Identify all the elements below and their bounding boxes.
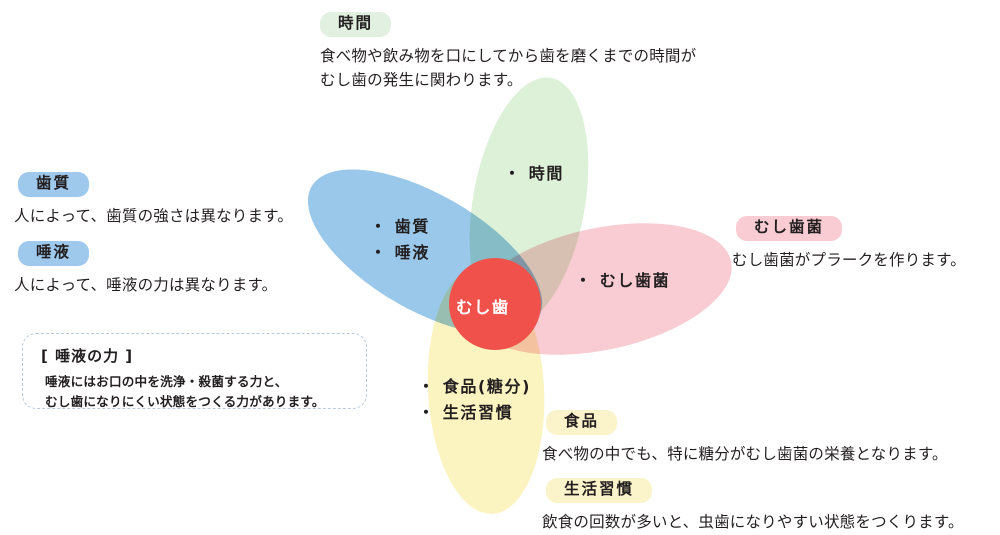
badge-lifestyle: 生活習慣 [546,478,653,503]
venn-label-yellow: ・ 食品(糖分) ・ 生活習慣 [418,374,531,426]
venn-label-blue: ・ 歯質 ・ 唾液 [370,214,430,266]
note-saliva-power: [ 唾液の力 ] 唾液にはお口の中を洗浄・殺菌する力と、 むし歯になりにくい状態… [22,333,367,409]
callout-food: 食品 食べ物の中でも、特に糖分がむし歯菌の栄養となります。 [542,410,948,466]
callout-time-text: 食べ物や飲み物を口にしてから歯を磨くまでの時間が むし歯の発生に関わります。 [320,44,696,93]
callout-saliva: 唾液 人によって、唾液の力は異なります。 [14,241,277,297]
venn-label-pink: ・ むし歯菌 [575,268,670,294]
badge-food: 食品 [546,410,618,435]
venn-item-bacteria: ・ むし歯菌 [575,271,671,290]
callout-lifestyle-text: 飲食の回数が多いと、虫歯になりやすい状態をつくります。 [542,512,964,531]
callout-bacteria: むし歯菌 むし歯菌がプラークを作ります。 [732,216,966,272]
badge-tooth-quality: 歯質 [18,172,90,197]
venn-item-food: ・ 食品(糖分) [418,377,531,396]
badge-bacteria: むし歯菌 [736,216,843,241]
callout-food-text: 食べ物の中でも、特に糖分がむし歯菌の栄養となります。 [542,444,948,463]
callout-tooth-quality-text: 人によって、歯質の強さは異なります。 [14,206,294,225]
venn-item-saliva: ・ 唾液 [370,242,430,262]
callout-time-line-2: むし歯の発生に関わります。 [320,71,523,90]
callout-bacteria-text: むし歯菌がプラークを作ります。 [732,250,966,269]
venn-item-lifestyle: ・ 生活習慣 [418,402,514,422]
callout-time-line-1: 食べ物や飲み物を口にしてから歯を磨くまでの時間が [320,46,697,65]
venn-label-green: ・ 時間 [504,161,564,187]
venn-item-tooth-quality: ・ 歯質 [370,217,430,236]
venn-core-label: むし歯 [456,298,510,317]
venn-item-time: ・ 時間 [504,164,564,183]
badge-saliva: 唾液 [18,241,90,266]
callout-time: 時間 食べ物や飲み物を口にしてから歯を磨くまでの時間が むし歯の発生に関わります… [320,12,696,93]
note-saliva-power-line-2: むし歯になりにくい状態をつくる力があります。 [45,394,325,410]
note-saliva-power-title: [ 唾液の力 ] [41,347,134,365]
callout-saliva-text: 人によって、唾液の力は異なります。 [14,275,278,294]
badge-time: 時間 [320,12,392,37]
callout-tooth-quality: 歯質 人によって、歯質の強さは異なります。 [14,172,293,228]
callout-lifestyle: 生活習慣 飲食の回数が多いと、虫歯になりやすい状態をつくります。 [542,478,964,534]
note-saliva-power-line-1: 唾液にはお口の中を洗浄・殺菌する力と、 [45,374,288,389]
